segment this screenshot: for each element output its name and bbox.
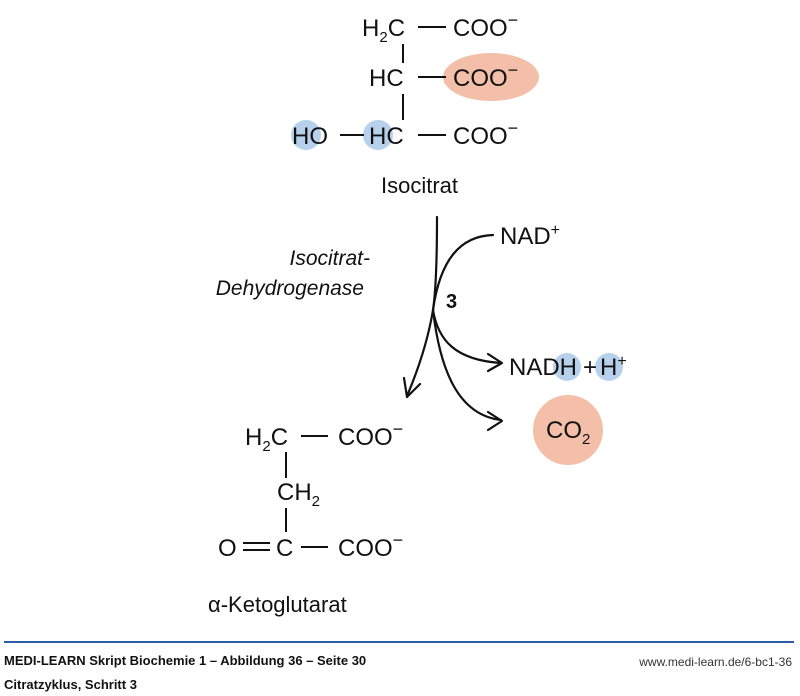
isocitrate-hydroxyl: HO <box>292 123 328 150</box>
akg-keto-oxygen: O <box>218 535 237 562</box>
main-arrowhead <box>402 376 422 399</box>
co2-out-arrow <box>431 308 503 422</box>
isocitrate-label: Isocitrat <box>381 173 458 198</box>
akg-carboxyl-2: COO− <box>338 530 403 562</box>
carboxyl-highlight <box>443 53 539 101</box>
isocitrate-structure: H2C COO− HC COO− HO HC COO− Isocitrat <box>291 10 539 198</box>
akg-c1: H2C <box>245 424 288 455</box>
co2-arrowhead <box>486 410 504 432</box>
isocitrate-carboxyl-2: COO− <box>453 60 518 92</box>
akg-c2: CH2 <box>277 479 320 510</box>
hydroxyl-h-highlight <box>291 120 321 150</box>
co2-highlight <box>533 395 603 465</box>
co2: CO2 <box>546 417 590 448</box>
isocitrate-c3: HC <box>369 123 404 150</box>
step-number: 3 <box>446 291 457 313</box>
reaction-arrows <box>402 215 504 432</box>
enzyme-name-line1: Isocitrat- <box>289 247 370 270</box>
isocitrate-c1: H2C <box>362 15 405 46</box>
isocitrate-carboxyl-1: COO− <box>453 10 518 42</box>
enzyme-name-line2: Dehydrogenase <box>216 277 364 300</box>
alpha-h-highlight <box>363 120 393 150</box>
nadh-arrowhead <box>486 352 504 373</box>
isocitrate-c2: HC <box>369 65 404 92</box>
proton: H+ <box>600 353 627 381</box>
nadh: NADH <box>509 354 577 381</box>
akg-carboxyl-1: COO− <box>338 419 403 451</box>
nad-in-arrow <box>431 233 495 312</box>
footer-title: MEDI-LEARN Skript Biochemie 1 – Abbildun… <box>4 653 367 668</box>
plus-sign: + <box>583 354 597 381</box>
reaction-diagram: H2C COO− HC COO− HO HC COO− Isocitrat Is… <box>208 10 627 617</box>
nadh-h-highlight <box>553 353 581 381</box>
isocitrate-carboxyl-3: COO− <box>453 118 518 150</box>
footer-subtitle: Citratzyklus, Schritt 3 <box>4 677 137 692</box>
alpha-ketoglutarate-label: α-Ketoglutarat <box>208 592 347 617</box>
footer-url[interactable]: www.medi-learn.de/6-bc1-36 <box>639 655 792 669</box>
proton-highlight <box>595 353 623 381</box>
nad-plus: NAD+ <box>500 222 560 250</box>
akg-c3: C <box>276 535 293 562</box>
alpha-ketoglutarate-structure: H2C COO− CH2 O C COO− α-Ketoglutarat <box>208 419 403 617</box>
footer-divider <box>4 641 794 643</box>
